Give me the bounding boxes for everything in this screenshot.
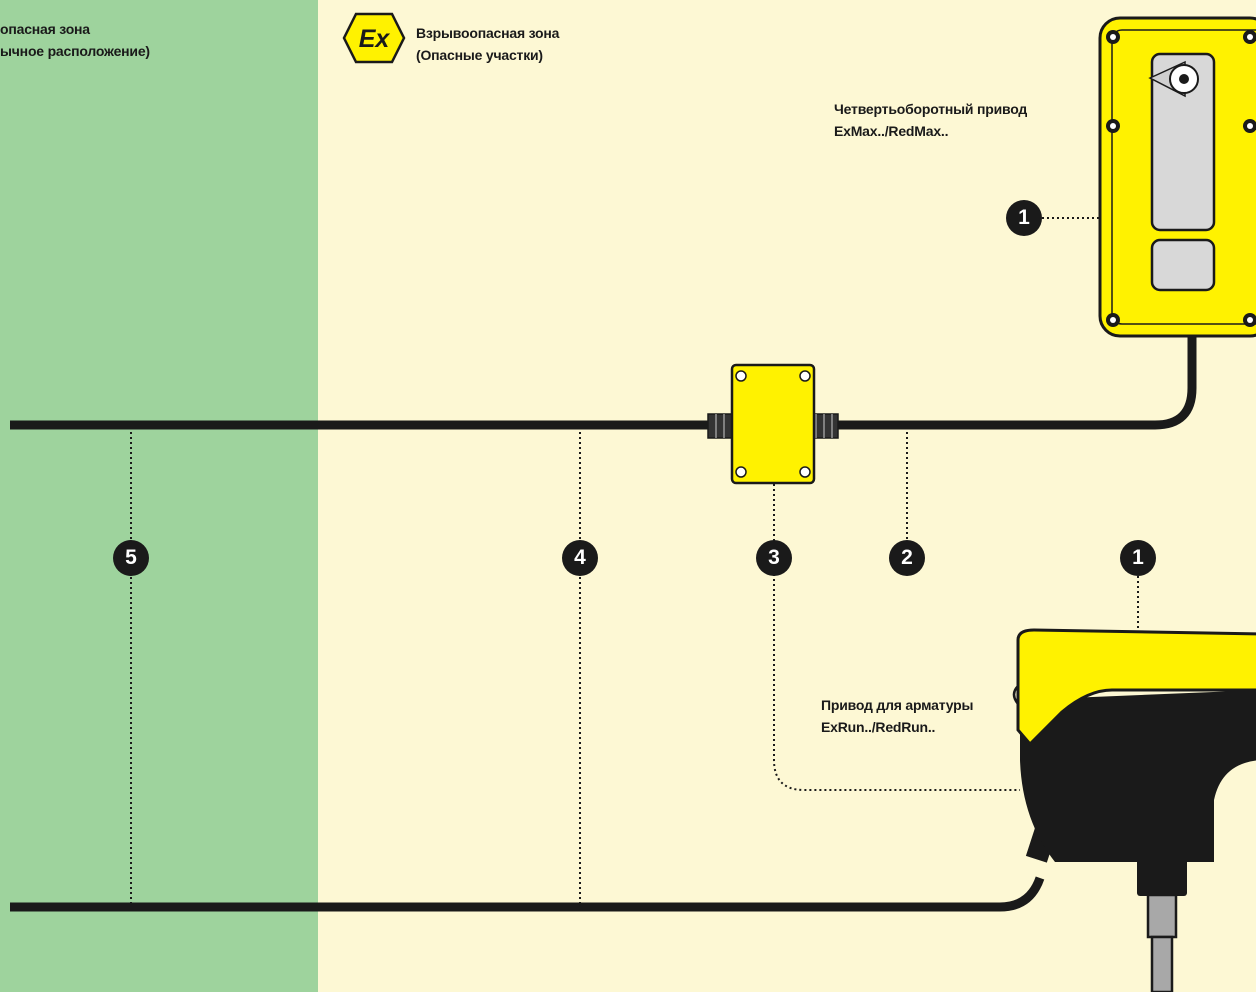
hazardous-zone-line1: Взрывоопасная зона — [416, 25, 560, 41]
quarter-turn-line1: Четвертьоборотный привод — [834, 101, 1028, 117]
hazardous-zone-label: Взрывоопасная зона (Опасные участки) — [416, 22, 559, 66]
ex-symbol-text: Ex — [359, 25, 391, 53]
hazardous-zone-line2: (Опасные участки) — [416, 47, 543, 63]
callout-badge-2: 2 — [889, 540, 925, 576]
quarter-turn-actuator-label: Четвертьоборотный привод ExMax../RedMax.… — [834, 98, 1027, 142]
valve-actuator-label: Привод для арматуры ExRun../RedRun.. — [821, 694, 973, 738]
callout-badge-1-top: 1 — [1006, 200, 1042, 236]
ex-symbol-icon: Ex — [342, 12, 406, 64]
lower-bus-cable — [10, 876, 1045, 912]
callout-badge-5: 5 — [113, 540, 149, 576]
valve-actuator-line2: ExRun../RedRun.. — [821, 719, 936, 735]
callout-badge-4: 4 — [562, 540, 598, 576]
callout-badge-3: 3 — [756, 540, 792, 576]
safe-zone-area — [0, 0, 318, 992]
callout-badge-1-valve: 1 — [1120, 540, 1156, 576]
valve-actuator-line1: Привод для арматуры — [821, 697, 974, 713]
actuator-cable — [834, 335, 1197, 430]
leader-3 — [773, 484, 1020, 791]
valve-actuator-icon — [1012, 628, 1256, 992]
safe-zone-label: опасная зона ычное расположение) — [0, 18, 150, 62]
safe-zone-line1: опасная зона — [0, 21, 90, 37]
quarter-turn-actuator-icon — [1098, 16, 1256, 338]
junction-box-icon — [707, 363, 839, 485]
safe-zone-line2: ычное расположение) — [0, 43, 150, 59]
quarter-turn-line2: ExMax../RedMax.. — [834, 123, 949, 139]
